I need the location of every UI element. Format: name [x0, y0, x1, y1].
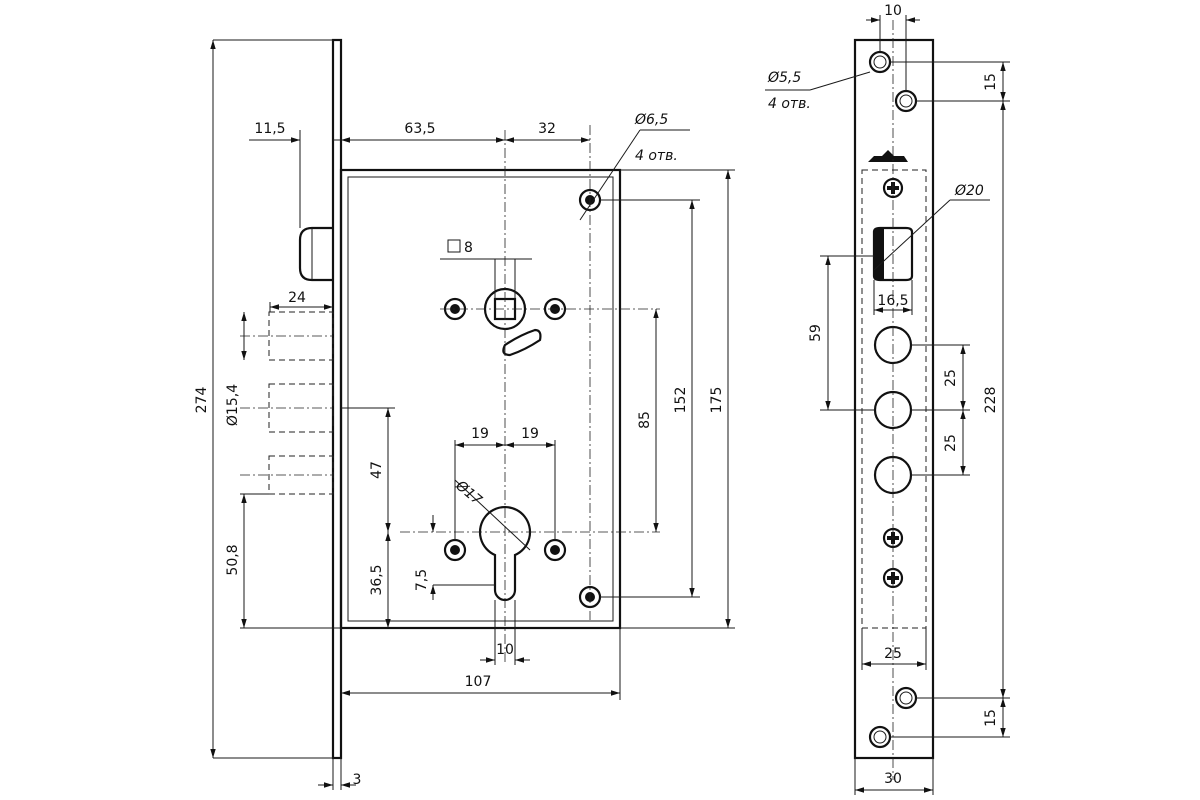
dim-handle-to-holes: 32: [538, 121, 556, 137]
square-symbol: [447, 239, 461, 253]
dim-body-width: 107: [465, 674, 492, 690]
dim-screw-holes: Ø5,5: [767, 70, 801, 86]
hidden-deadbolts: [240, 311, 334, 495]
dim-bottom-spacing: 15: [983, 709, 999, 727]
dim-bolt-pitch-1: 25: [943, 369, 959, 387]
body-outline-dashed: [861, 169, 927, 629]
dim-top-hole-offset: 10: [884, 3, 902, 19]
cylinder-hole: [478, 506, 532, 602]
dim-cylinder-to-bolt: 59: [808, 324, 824, 342]
dim-faceplate-thickness: 3: [353, 772, 362, 788]
dim-top-spacing: 15: [983, 73, 999, 91]
dim-bottom-width: 25: [884, 646, 902, 662]
dim-handle-to-cylinder: 85: [637, 411, 653, 429]
lock-body-inner: [347, 176, 614, 622]
side-dimension-lines: [765, 15, 1010, 795]
faceplate: [331, 38, 343, 760]
dim-holes-spacing: 152: [673, 387, 689, 414]
dim-cylinder-holes-left: 19: [471, 426, 489, 442]
side-latch-bolt: [872, 226, 914, 282]
side-view: 10 Ø5,5 4 отв. 15 Ø20 16,5 59 25 25 228 …: [765, 3, 1010, 795]
spindle-area: [440, 287, 660, 357]
dim-screw-holes-count: 4 отв.: [768, 96, 811, 112]
lock-body: [339, 168, 622, 630]
front-view: 274 3 11,5 24 Ø15,4 63,5 32 Ø6,5 4 отв. …: [194, 38, 735, 790]
dim-cylinder-width: 16,5: [877, 293, 908, 309]
front-dimension-lines: [210, 39, 735, 790]
dim-cylinder-holes-right: 19: [521, 426, 539, 442]
dim-faceplate-length: 274: [194, 387, 210, 414]
dim-mount-holes: Ø6,5: [634, 112, 668, 128]
strike-plate: [853, 38, 935, 760]
dim-body-height: 175: [709, 387, 725, 414]
dim-mount-holes-count: 4 отв.: [635, 148, 678, 164]
dim-bolt-pitch-2: 25: [943, 434, 959, 452]
dim-cylinder-slot-offset: 7,5: [414, 569, 430, 591]
dim-spindle-square: 8: [464, 240, 473, 256]
dim-bolt-offset: 11,5: [254, 121, 285, 137]
dim-strike-length: 228: [983, 387, 999, 414]
brand-logo-mark: [868, 150, 908, 162]
dim-cylinder-slot-width: 10: [496, 642, 514, 658]
dim-plate-width: 30: [884, 771, 902, 787]
dim-backset-handle: 63,5: [404, 121, 435, 137]
dim-bolt-height: 50,8: [225, 544, 241, 575]
dim-bolt-to-cylinder: 47: [369, 461, 385, 479]
dim-cylinder-height: 36,5: [369, 564, 385, 595]
dim-cylinder-diameter: Ø20: [954, 183, 984, 199]
dim-bolt-length: 24: [288, 290, 306, 306]
latch-bolt: [298, 226, 333, 282]
dim-bolt-diameter: Ø15,4: [225, 384, 241, 426]
